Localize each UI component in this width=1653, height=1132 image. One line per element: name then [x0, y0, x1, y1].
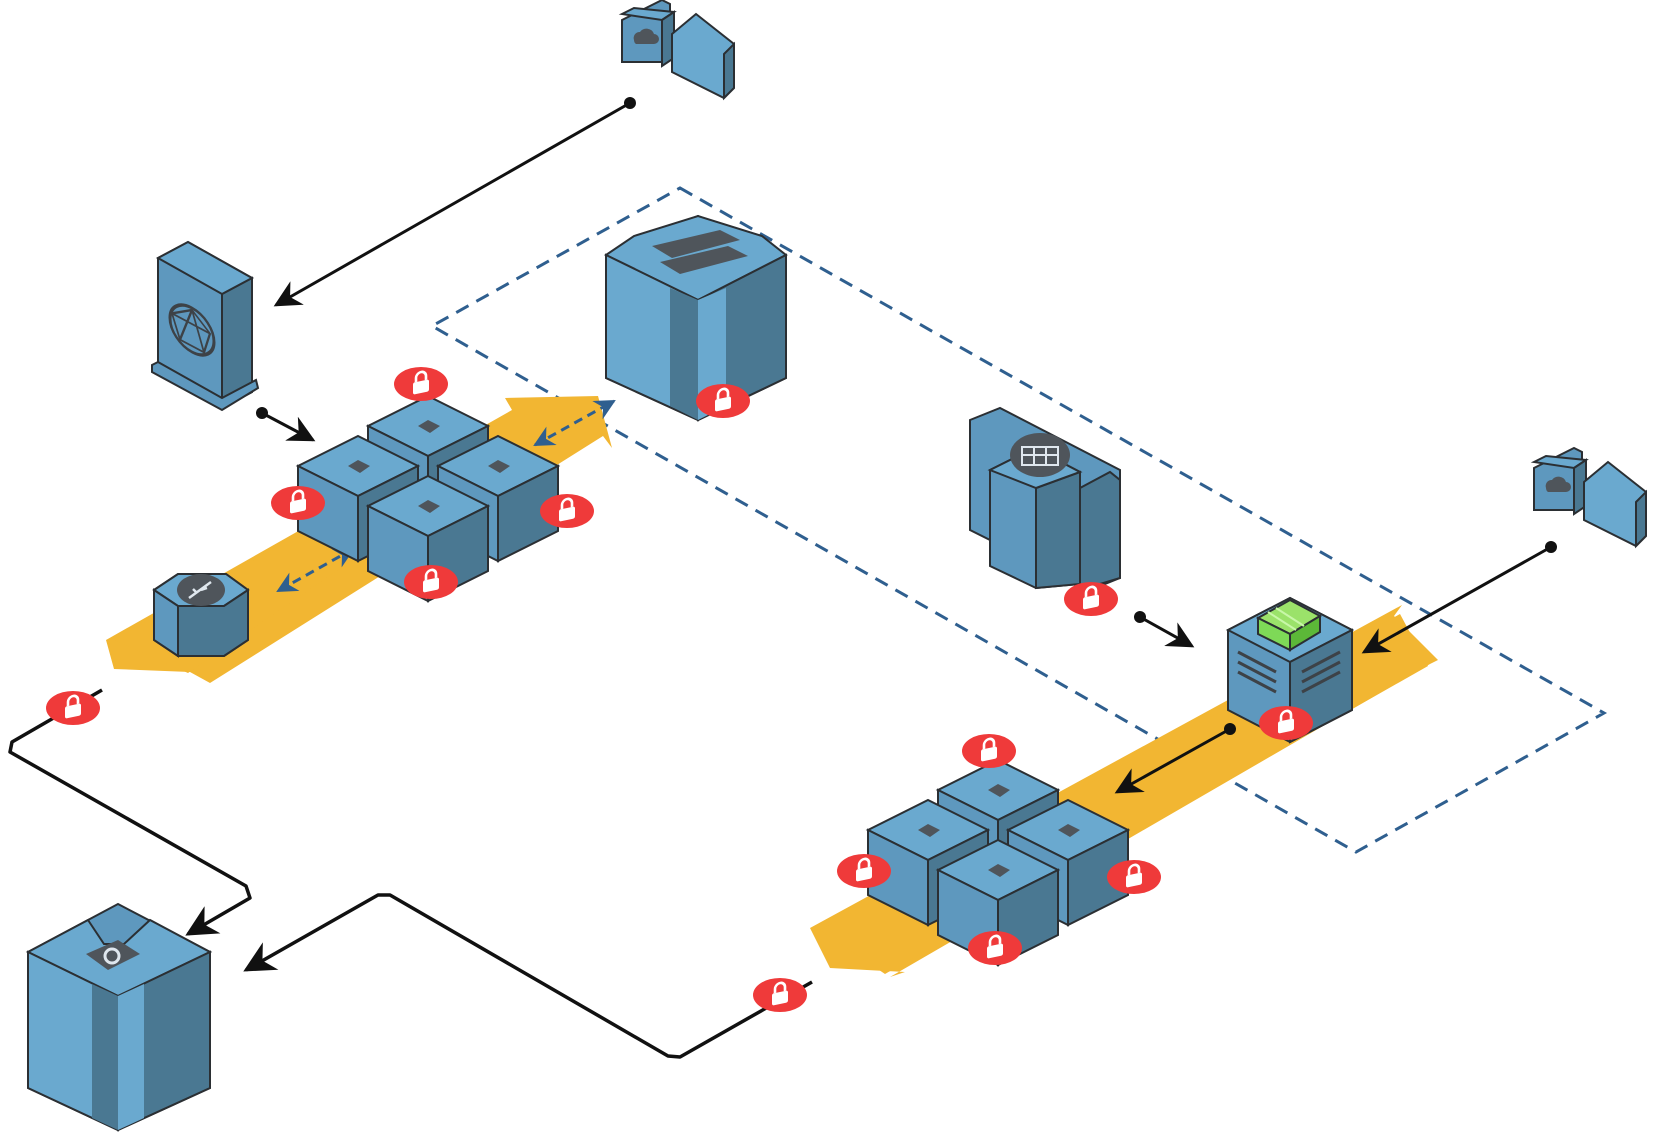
lock-icon — [1062, 580, 1120, 618]
flow-app-to-cluster — [1114, 723, 1236, 794]
lock-icon — [44, 689, 102, 727]
internet-gateway[interactable] — [151, 240, 260, 412]
flow-cluster-to-database — [533, 399, 616, 447]
gear-icon — [86, 940, 140, 970]
usb-icon — [177, 574, 225, 606]
flow-left-to-datacenter — [8, 688, 252, 936]
globe-icon — [168, 303, 216, 357]
lock-icon — [538, 492, 596, 530]
flow-right-to-datacenter — [243, 893, 813, 1059]
lock-icon — [751, 976, 809, 1014]
security-boundary — [428, 186, 1608, 854]
lock-icon — [960, 732, 1018, 770]
lock-icon — [835, 852, 893, 890]
table-database[interactable] — [969, 406, 1121, 592]
lock-icon — [269, 484, 327, 522]
cloud-client-top[interactable] — [621, 0, 735, 99]
stack-icon — [1255, 598, 1323, 652]
storage-node[interactable] — [152, 573, 250, 658]
lock-icon — [966, 929, 1024, 967]
lock-badges — [44, 365, 1315, 1014]
lock-icon — [392, 365, 450, 403]
flow-cloud-to-gateway — [273, 97, 636, 307]
lock-icon — [1257, 704, 1315, 742]
flow-gateway-to-cluster — [256, 407, 316, 442]
grid-icon — [652, 230, 748, 274]
lock-icon — [694, 382, 752, 420]
settings-datacenter[interactable] — [25, 902, 213, 1132]
lock-icon — [402, 563, 460, 601]
cloud-client-right[interactable] — [1533, 447, 1647, 547]
table-icon — [1010, 433, 1070, 477]
flow-cloud-right-to-app — [1361, 541, 1557, 654]
database-server[interactable] — [604, 214, 788, 422]
lock-icon — [1105, 858, 1163, 896]
flow-table-db-to-app — [1134, 611, 1195, 648]
